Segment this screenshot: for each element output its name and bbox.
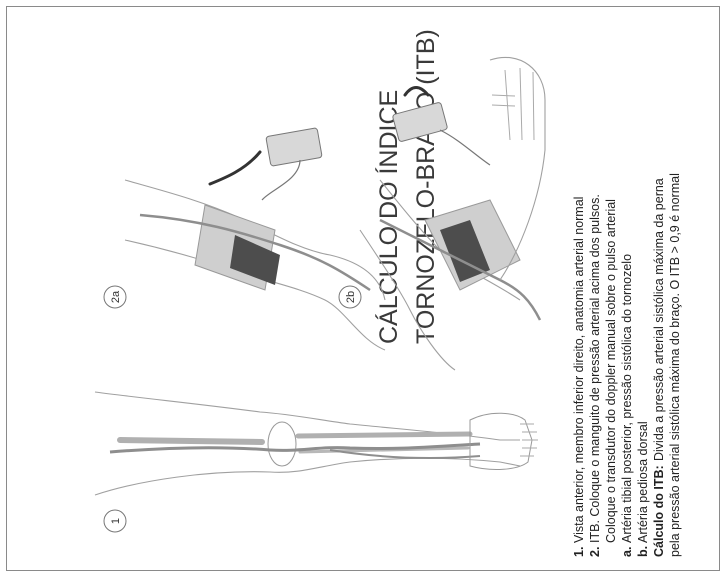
- legend-item-a-label: a.: [620, 547, 634, 557]
- figure-2a-ankle-illustration: 2a: [104, 128, 385, 350]
- figure-2b-foot-illustration: 2b: [339, 57, 545, 370]
- knee-joint: [268, 422, 296, 466]
- foot-2b-tendons: [505, 68, 534, 140]
- title-line2: TORNOZELO-BRAÇO (ITB): [412, 29, 440, 344]
- foot-2b-toes: [492, 95, 515, 106]
- legend-line-6: Cálculo do ITB: Divida a pressão arteria…: [652, 178, 666, 557]
- femoral-artery: [110, 444, 480, 452]
- legend-item-2-text-a: ITB. Coloque o manguito de pressão arter…: [588, 194, 602, 543]
- doppler-probe-cable-2a: [210, 152, 260, 184]
- doppler-cord-2a: [262, 160, 300, 200]
- legend-item-b-text: Artéria pediosa dorsal: [636, 421, 650, 543]
- legend-item-b-label: b.: [636, 546, 650, 557]
- legend-item-1-number: 1.: [572, 547, 586, 557]
- legend-item-1-text: Vista anterior, membro inferior direito,…: [572, 197, 586, 543]
- tibia-bone: [298, 434, 470, 436]
- figure-1-leg-illustration: 1: [95, 392, 538, 532]
- figure-2a-label: 2a: [110, 290, 122, 303]
- legend-line-2: 2. ITB. Coloque o manguito de pressão ar…: [588, 194, 602, 557]
- legend-line-7: pela pressão arterial sistólica máxima d…: [668, 173, 682, 557]
- doppler-device-2a: [266, 128, 322, 167]
- leg-outline-lateral: [95, 458, 520, 495]
- legend-calc-text-b: pela pressão arterial sistólica máxima d…: [668, 173, 682, 557]
- foot-outline: [470, 413, 532, 469]
- figure-2b-label: 2b: [345, 291, 357, 303]
- legend-line-4: a. Artéria tibial posterior, pressão sis…: [620, 254, 634, 557]
- legend-line-3: Coloque o transdutor do doppler manual s…: [604, 199, 618, 543]
- legend-calc-text-a: Divida a pressão arterial sistólica máxi…: [652, 178, 666, 461]
- figure-1-label: 1: [110, 518, 122, 524]
- legend-item-a-text: Artéria tibial posterior, pressão sistól…: [620, 254, 634, 543]
- doppler-cord-2b: [440, 130, 490, 165]
- legend-item-2-text-b: Coloque o transdutor do doppler manual s…: [604, 199, 618, 543]
- legend-block: 1. Vista anterior, membro inferior direi…: [572, 173, 682, 557]
- toes: [520, 424, 538, 456]
- legend-line-1: 1. Vista anterior, membro inferior direi…: [572, 197, 586, 557]
- legend-calc-label: Cálculo do ITB:: [652, 465, 666, 557]
- legend-item-2-number: 2.: [588, 547, 602, 557]
- legend-line-5: b. Artéria pediosa dorsal: [636, 421, 650, 557]
- femur-bone: [120, 440, 262, 442]
